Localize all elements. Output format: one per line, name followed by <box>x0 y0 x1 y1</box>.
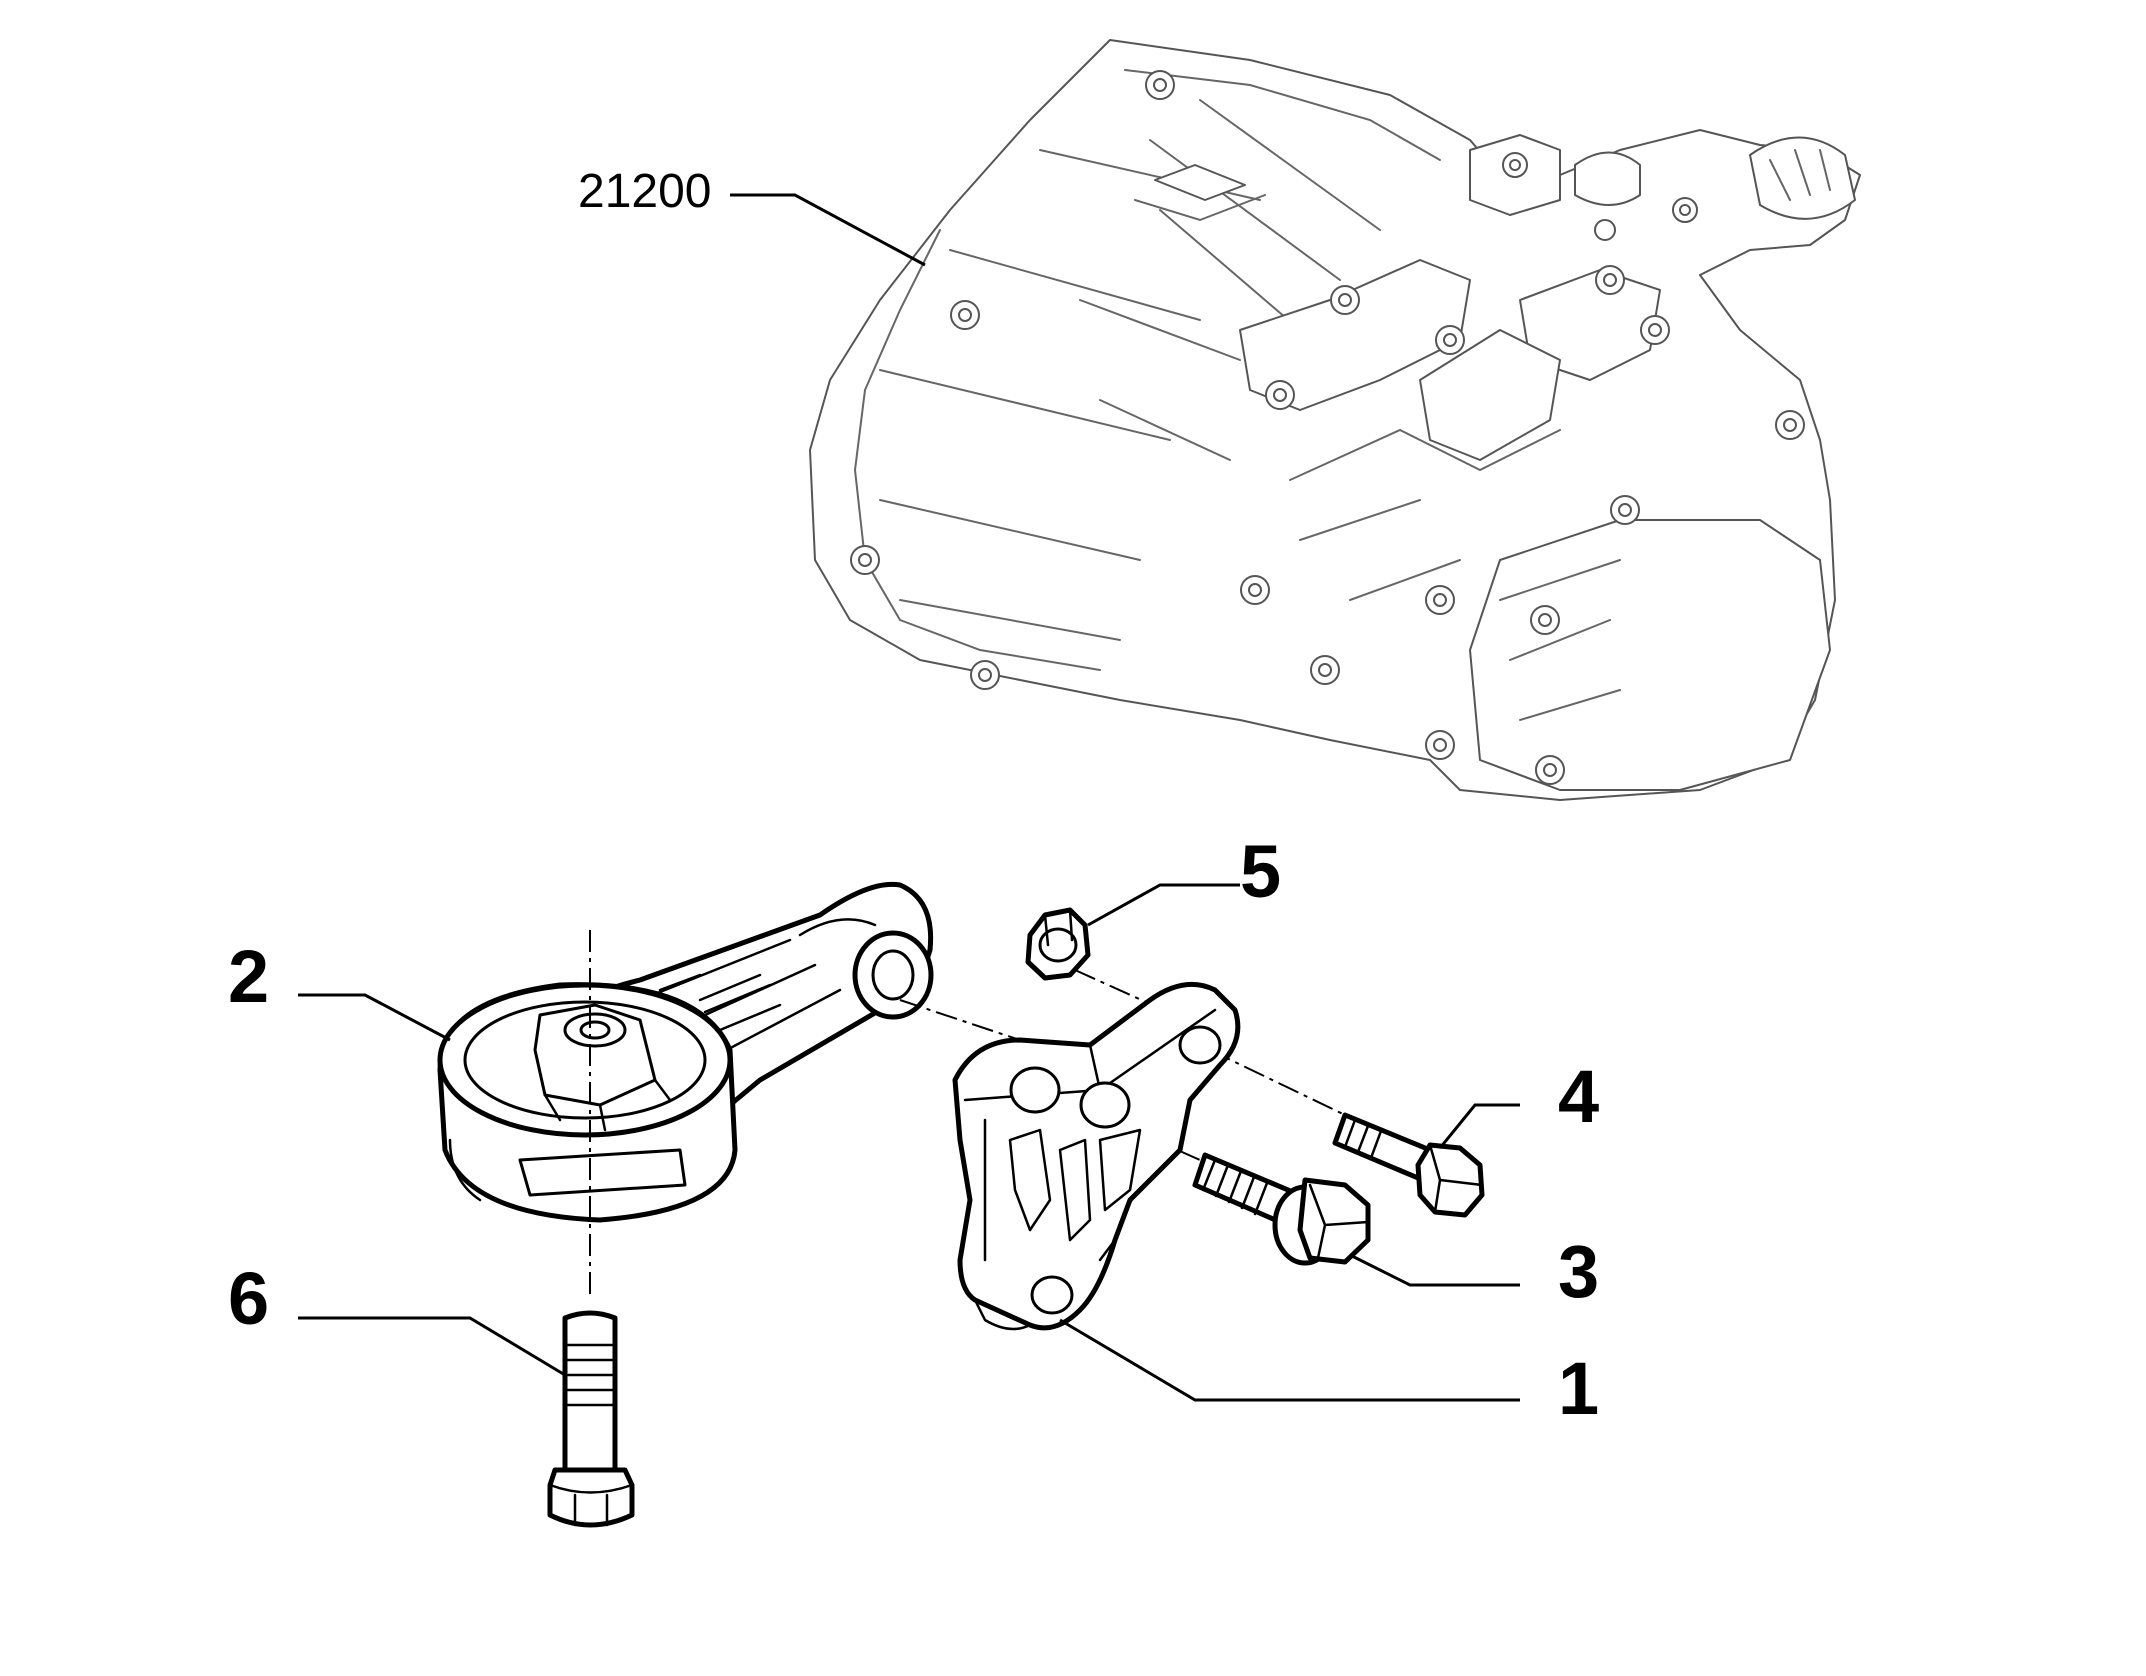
callout-4: 4 <box>1558 1055 1600 1138</box>
callout-2: 2 <box>228 935 270 1018</box>
gearbox-bolts <box>850 70 1805 785</box>
leader-1 <box>1059 1318 1520 1402</box>
mount-part-marking <box>658 973 782 1032</box>
engine-mount-rod <box>437 881 934 1223</box>
mounting-bracket <box>952 981 1241 1331</box>
flange-bolt <box>1192 1152 1371 1266</box>
leader-2 <box>298 993 451 1042</box>
callout-21200: 21200 <box>578 165 712 218</box>
leader-5 <box>1087 883 1240 927</box>
callout-5: 5 <box>1240 830 1282 913</box>
bolt4-axis-line <box>1209 1049 1346 1116</box>
leader-6 <box>298 1316 566 1377</box>
callout-3: 3 <box>1558 1230 1600 1313</box>
gearbox-housing <box>809 39 1861 801</box>
hex-nut <box>1025 907 1091 981</box>
leader-3 <box>1349 1253 1520 1287</box>
leader-21200 <box>730 193 926 267</box>
rod-axis-line <box>899 999 1021 1041</box>
long-bolt <box>547 1310 635 1528</box>
leader-lines <box>298 193 1520 1402</box>
leader-4 <box>1438 1103 1520 1149</box>
hex-bolt-short <box>1332 1112 1485 1218</box>
callout-1: 1 <box>1558 1347 1600 1430</box>
callout-6: 6 <box>228 1257 270 1340</box>
